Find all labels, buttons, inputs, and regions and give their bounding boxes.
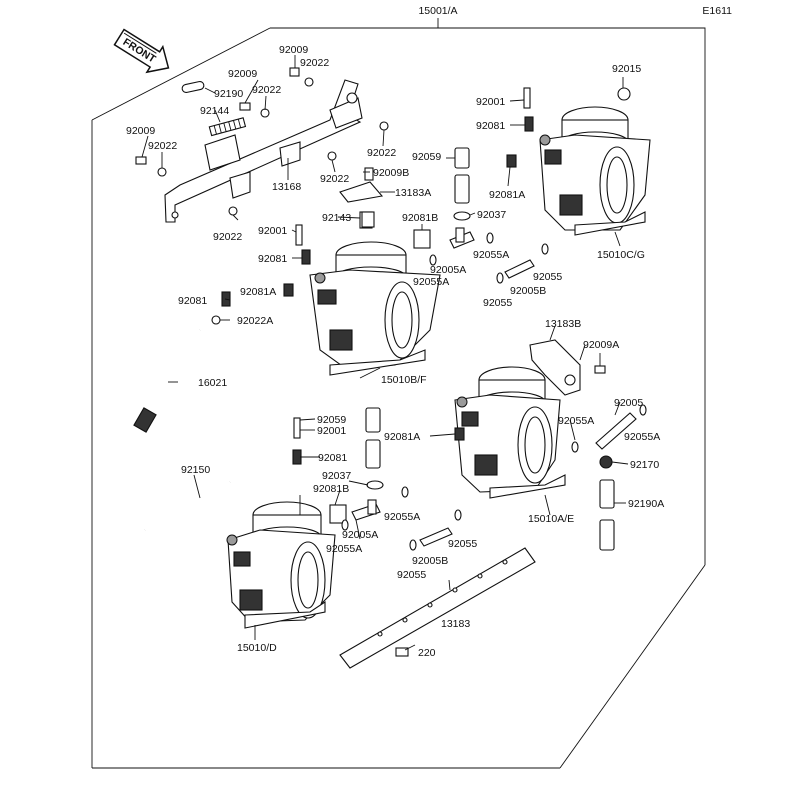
- part-label-15010bf: 15010B/F: [381, 374, 427, 386]
- part-label-92009b: 92009B: [373, 167, 409, 179]
- part-label-92005b: 92005B: [510, 285, 546, 297]
- part-label-220: 220: [418, 647, 436, 659]
- part-label-92059: 92059: [412, 151, 441, 163]
- part-label-92022: 92022: [213, 231, 242, 243]
- assembly-frame: [91, 18, 706, 769]
- part-label-15010d: 15010/D: [237, 642, 277, 654]
- part-label-92055a: 92055A: [473, 249, 509, 261]
- part-label-92022: 92022: [320, 173, 349, 185]
- part-label-92005: 92005: [614, 397, 643, 409]
- part-label-92081: 92081: [476, 120, 505, 132]
- part-label-92015: 92015: [612, 63, 641, 75]
- part-label-92190a: 92190A: [628, 498, 664, 510]
- part-label-92022: 92022: [148, 140, 177, 152]
- part-label-92081: 92081: [258, 253, 287, 265]
- part-label-92081: 92081: [178, 295, 207, 307]
- part-label-92055: 92055: [533, 271, 562, 283]
- part-label-92081a: 92081A: [489, 189, 525, 201]
- part-label-92055a: 92055A: [624, 431, 660, 443]
- part-label-92150: 92150: [181, 464, 210, 476]
- part-label-92170: 92170: [630, 459, 659, 471]
- part-label-92055a: 92055A: [384, 511, 420, 523]
- part-label-16021: 16021: [198, 377, 227, 389]
- part-label-92009a: 92009A: [583, 339, 619, 351]
- part-label-92081a: 92081A: [384, 431, 420, 443]
- part-label-92055: 92055: [483, 297, 512, 309]
- part-label-92001: 92001: [258, 225, 287, 237]
- part-label-92081: 92081: [318, 452, 347, 464]
- part-label-92005a: 92005A: [430, 264, 466, 276]
- part-label-15010cg: 15010C/G: [597, 249, 645, 261]
- part-label-92009: 92009: [279, 44, 308, 56]
- part-label-92009: 92009: [228, 68, 257, 80]
- part-label-92190: 92190: [214, 88, 243, 100]
- part-label-92001: 92001: [476, 96, 505, 108]
- part-label-92022: 92022: [300, 57, 329, 69]
- carburetor-unit-2: [309, 241, 441, 376]
- part-label-92081b: 92081B: [402, 212, 438, 224]
- part-label-92001: 92001: [317, 425, 346, 437]
- part-label-92055a: 92055A: [558, 415, 594, 427]
- part-label-92081a: 92081A: [240, 286, 276, 298]
- part-label-92037: 92037: [477, 209, 506, 221]
- part-label-92081b: 92081B: [313, 483, 349, 495]
- part-label-92055: 92055: [397, 569, 426, 581]
- part-label-92144: 92144: [200, 105, 229, 117]
- part-label-92037: 92037: [322, 470, 351, 482]
- part-label-92143: 92143: [322, 212, 351, 224]
- part-label-13183b: 13183B: [545, 318, 581, 330]
- small-parts: [133, 87, 647, 669]
- part-label-92055: 92055: [448, 538, 477, 550]
- part-label-92022a: 92022A: [237, 315, 273, 327]
- carburetor-unit-4: [226, 501, 336, 629]
- carburetor-unit-1: [539, 106, 651, 236]
- part-label-92055a: 92055A: [326, 543, 362, 555]
- part-label-13168: 13168: [272, 181, 301, 193]
- part-label-92059: 92059: [317, 414, 346, 426]
- leader-lines: [141, 55, 629, 651]
- assembly-label: 15001/A: [418, 5, 457, 17]
- part-label-15010ae: 15010A/E: [528, 513, 574, 525]
- part-label-92005b: 92005B: [412, 555, 448, 567]
- carburetor-unit-3: [454, 366, 566, 499]
- diagram-code: E1611: [702, 5, 732, 17]
- part-label-13183: 13183: [441, 618, 470, 630]
- part-label-92009: 92009: [126, 125, 155, 137]
- part-label-13183a: 13183A: [395, 187, 431, 199]
- throttle-bracket-13168: [164, 79, 363, 223]
- part-label-92055a: 92055A: [413, 276, 449, 288]
- front-arrow-icon: FRONT: [113, 28, 170, 74]
- part-label-92022: 92022: [252, 84, 281, 96]
- part-label-92005a: 92005A: [342, 529, 378, 541]
- part-label-92022: 92022: [367, 147, 396, 159]
